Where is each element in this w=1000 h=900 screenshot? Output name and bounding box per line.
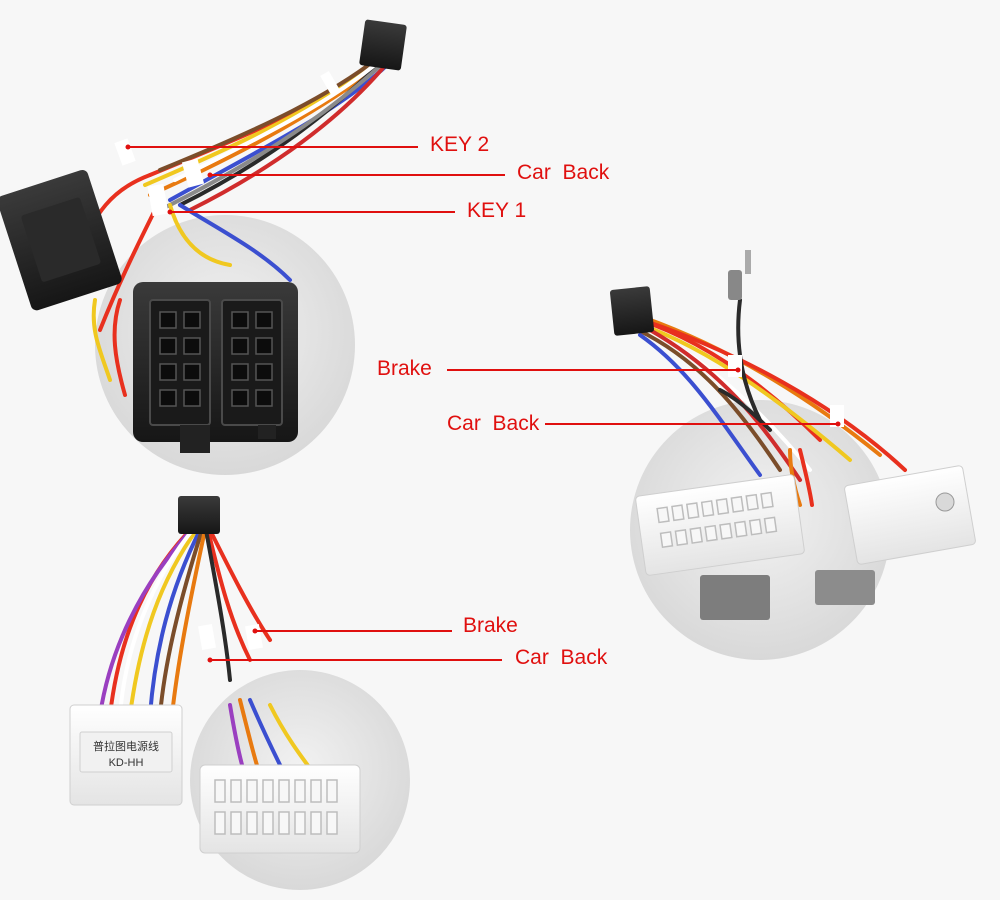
right-pin-connector	[610, 286, 654, 336]
label-key2: KEY 2	[430, 133, 490, 156]
label-right-car-back: Car Back	[447, 412, 540, 435]
bottom-harness: 普拉图电源线 KD-HH	[69, 496, 410, 890]
connector-label-line2: KD-HH	[109, 757, 144, 769]
connector-label-line1: 普拉图电源线	[93, 739, 159, 753]
top-left-harness	[0, 19, 407, 475]
top-pin-connector	[359, 19, 407, 71]
bottom-connector-closeup	[199, 764, 361, 854]
iso-connector-closeup	[133, 282, 298, 453]
label-top-car-back: Car Back	[517, 161, 610, 184]
callout-lines	[128, 146, 838, 661]
label-key1: KEY 1	[467, 199, 527, 222]
label-bottom-brake: Brake	[463, 614, 518, 637]
label-bottom-car-back: Car Back	[515, 646, 608, 669]
right-harness	[610, 250, 976, 660]
bottom-pin-connector	[178, 496, 220, 534]
label-right-brake: Brake	[377, 357, 432, 380]
right-white-connectors	[635, 465, 976, 620]
bottom-white-connector: 普拉图电源线 KD-HH	[69, 704, 183, 806]
